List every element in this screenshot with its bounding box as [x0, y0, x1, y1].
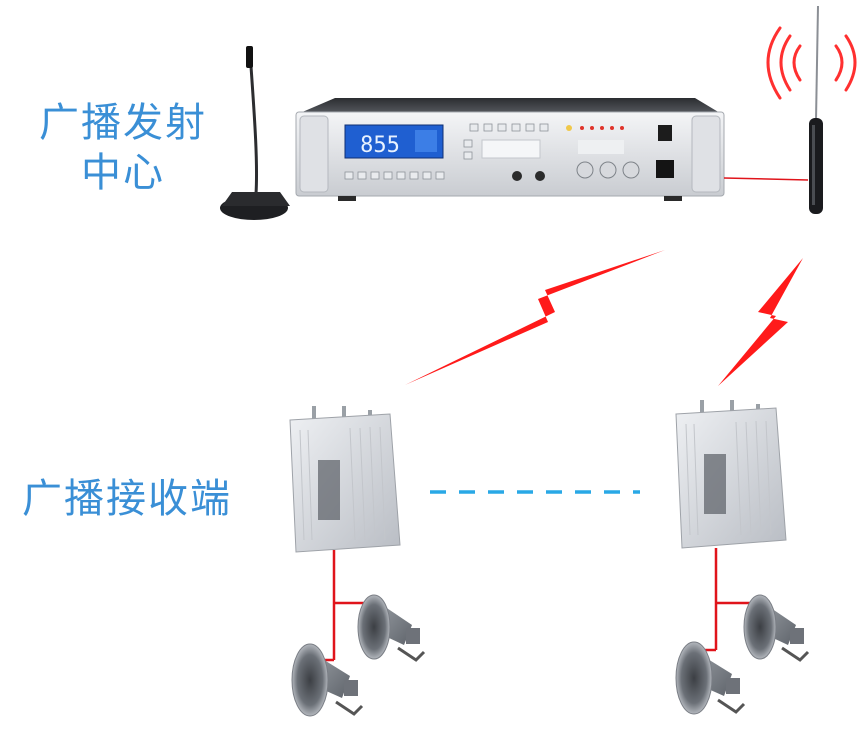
- horn-speaker-left-front: [291, 643, 364, 717]
- transmitter-antenna: [809, 5, 823, 214]
- antenna-cable: [723, 177, 809, 181]
- horn-speaker-right-back: [743, 594, 810, 662]
- broadcast-center-label-line2: 中心: [81, 150, 165, 196]
- broadcast-center-label-line1: 广播发射: [39, 100, 207, 146]
- gooseneck-microphone: [220, 46, 290, 220]
- horn-speaker-right-front: [675, 641, 746, 715]
- indicator-lights: [580, 126, 624, 130]
- main-power-switch: [656, 160, 674, 178]
- receiver-unit-left: [289, 406, 401, 553]
- line-jack: [535, 171, 545, 181]
- broadcast-amplifier-unit: 855: [295, 98, 725, 201]
- front-panel-buttons: [344, 123, 549, 180]
- wireless-signal-bolt-left: [405, 250, 665, 385]
- mic-jack: [512, 171, 522, 181]
- volume-knobs: [576, 161, 640, 179]
- receiver-end-label: 广播接收端: [22, 476, 232, 522]
- broadcast-center-label: 广播发射 中心: [28, 98, 218, 198]
- power-switch: [658, 125, 672, 141]
- wireless-signal-bolt-right: [718, 258, 803, 386]
- lcd-display-value: 855: [360, 133, 400, 158]
- receiver-unit-right: [675, 400, 787, 549]
- radio-wave-icon: [766, 26, 857, 100]
- horn-speaker-left-back: [357, 594, 426, 662]
